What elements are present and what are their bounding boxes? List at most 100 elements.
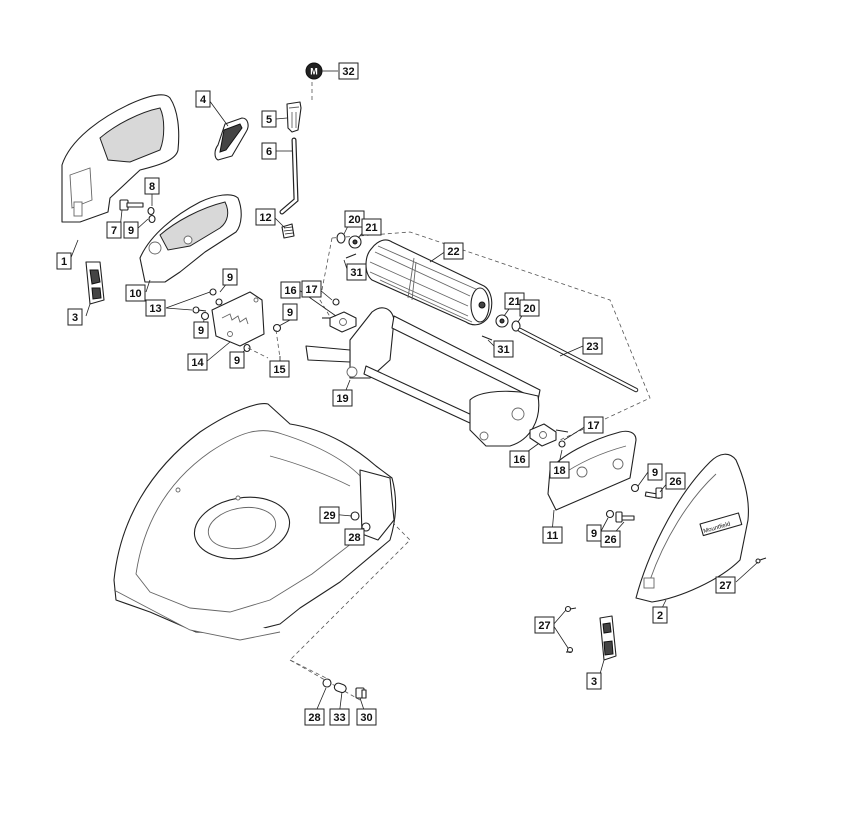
adjustment-rod xyxy=(279,137,299,215)
handle-clip xyxy=(214,117,249,161)
svg-text:27: 27 xyxy=(538,620,550,632)
callout-9-g: 9 xyxy=(586,524,602,542)
callout-9-d: 9 xyxy=(229,351,245,369)
svg-text:20: 20 xyxy=(523,303,535,315)
bushing-right xyxy=(529,423,569,448)
callout-labels: 32 4 5 6 12 1 8 7 9 10 3 9 13 9 14 9 9 1… xyxy=(56,62,736,726)
svg-text:11: 11 xyxy=(547,530,559,542)
svg-text:21: 21 xyxy=(508,296,520,308)
svg-text:9: 9 xyxy=(591,528,597,540)
svg-text:9: 9 xyxy=(234,355,240,367)
bolt-washer-set xyxy=(119,199,156,224)
bottom-fastener-set xyxy=(322,678,367,699)
callout-17-a: 17 xyxy=(301,280,322,298)
callout-31-a: 31 xyxy=(346,263,367,281)
svg-text:33: 33 xyxy=(333,712,345,724)
svg-text:17: 17 xyxy=(587,420,599,432)
svg-text:31: 31 xyxy=(497,344,509,356)
callout-8: 8 xyxy=(144,177,160,195)
svg-text:28: 28 xyxy=(308,712,320,724)
callout-18: 18 xyxy=(549,461,570,479)
svg-text:26: 26 xyxy=(669,476,681,488)
callout-16-b: 16 xyxy=(509,450,530,468)
callout-32: 32 xyxy=(338,62,359,80)
callout-11: 11 xyxy=(542,526,563,544)
bolt-right-upper xyxy=(630,483,663,499)
callout-16-a: 16 xyxy=(280,281,301,299)
svg-text:16: 16 xyxy=(513,454,525,466)
svg-text:7: 7 xyxy=(111,225,117,237)
svg-text:1: 1 xyxy=(61,256,67,268)
height-bracket xyxy=(211,291,265,347)
svg-text:28: 28 xyxy=(348,532,360,544)
mower-deck xyxy=(113,403,397,641)
svg-text:32: 32 xyxy=(342,66,354,78)
callout-9-b: 9 xyxy=(222,268,238,286)
callout-12: 12 xyxy=(255,208,276,226)
svg-text:9: 9 xyxy=(128,225,134,237)
svg-text:30: 30 xyxy=(360,712,372,724)
callout-26-a: 26 xyxy=(665,472,686,490)
callout-2: 2 xyxy=(652,606,668,624)
svg-text:4: 4 xyxy=(200,94,207,106)
svg-text:14: 14 xyxy=(191,357,204,369)
svg-text:9: 9 xyxy=(287,307,293,319)
svg-text:21: 21 xyxy=(365,222,377,234)
callout-13: 13 xyxy=(145,299,166,317)
svg-text:3: 3 xyxy=(591,676,597,688)
screw-washer-group xyxy=(192,288,282,359)
svg-text:15: 15 xyxy=(273,364,285,376)
svg-text:20: 20 xyxy=(348,214,360,226)
callout-10: 10 xyxy=(125,284,146,302)
callout-14: 14 xyxy=(187,353,208,371)
lubrication-marker: M xyxy=(305,62,323,80)
clip-left xyxy=(85,261,105,305)
rear-roller xyxy=(365,239,493,326)
side-cover xyxy=(139,194,242,283)
side-plate-right xyxy=(547,430,637,511)
callout-9-f: 9 xyxy=(647,463,663,481)
callout-6: 6 xyxy=(261,142,277,160)
callout-28-a: 28 xyxy=(344,528,365,546)
svg-text:8: 8 xyxy=(149,181,155,193)
svg-text:27: 27 xyxy=(719,580,731,592)
callout-20-a: 20 xyxy=(344,210,365,228)
svg-text:3: 3 xyxy=(72,312,78,324)
svg-text:10: 10 xyxy=(129,288,141,300)
spring xyxy=(281,223,295,239)
bushing-left xyxy=(322,298,357,333)
callout-20-b: 20 xyxy=(519,299,540,317)
svg-text:29: 29 xyxy=(323,510,335,522)
svg-text:6: 6 xyxy=(266,146,272,158)
callout-9-c: 9 xyxy=(193,321,209,339)
callout-3-b: 3 xyxy=(586,672,602,690)
svg-text:17: 17 xyxy=(305,284,317,296)
svg-text:9: 9 xyxy=(198,325,204,337)
roller-frame xyxy=(305,307,541,447)
roller-bearing-right xyxy=(481,314,521,341)
svg-text:12: 12 xyxy=(259,212,271,224)
svg-text:16: 16 xyxy=(284,285,296,297)
callout-4: 4 xyxy=(195,90,211,108)
callout-33: 33 xyxy=(329,708,350,726)
callout-27-b: 27 xyxy=(534,616,555,634)
roller-bearing-top xyxy=(336,232,362,259)
callout-19: 19 xyxy=(332,389,353,407)
svg-text:5: 5 xyxy=(266,114,272,126)
callout-5: 5 xyxy=(261,110,277,128)
svg-text:19: 19 xyxy=(336,393,348,405)
callout-9-a: 9 xyxy=(123,221,139,239)
callout-17-b: 17 xyxy=(583,416,604,434)
callout-23: 23 xyxy=(582,337,603,355)
callout-7: 7 xyxy=(106,221,122,239)
svg-text:26: 26 xyxy=(604,534,616,546)
axle-rod xyxy=(517,327,639,393)
callout-1: 1 xyxy=(56,252,72,270)
callout-22: 22 xyxy=(443,242,464,260)
height-knob xyxy=(286,101,302,133)
svg-text:18: 18 xyxy=(553,465,565,477)
svg-text:22: 22 xyxy=(447,246,459,258)
bolt-right-lower xyxy=(605,509,635,523)
svg-text:31: 31 xyxy=(350,267,362,279)
